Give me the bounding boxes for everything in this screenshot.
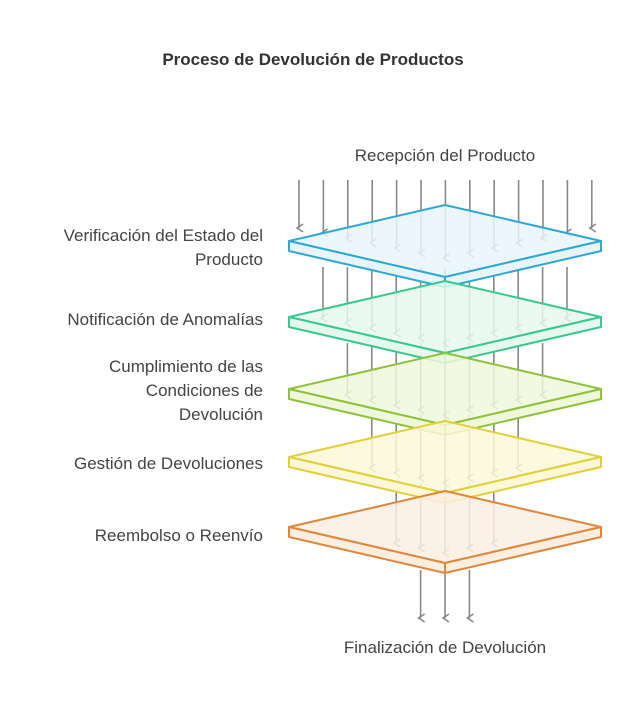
plate-verificacion: [288, 204, 602, 288]
layer-label-line: Producto: [194, 250, 263, 269]
layer-label-notificacion: Notificación de Anomalías: [67, 308, 263, 332]
plate-notificacion: [288, 280, 602, 364]
plate-reembolso: [288, 490, 602, 574]
layer-label-line: Gestión de Devoluciones: [73, 454, 263, 473]
layer-label-line: Condiciones de: [145, 381, 263, 400]
layer-label-reembolso: Reembolso o Reenvío: [95, 524, 263, 548]
plate-gestion: [288, 420, 602, 504]
layer-label-line: Verificación del Estado del: [63, 226, 263, 245]
output-label: Finalización de Devolución: [343, 638, 547, 657]
layer-label-gestion: Gestión de Devoluciones: [74, 452, 263, 476]
layer-label-line: Reembolso o Reenvío: [94, 526, 263, 545]
input-label: Recepción del Producto: [354, 146, 536, 165]
plate-cumplimiento: [288, 352, 602, 436]
layer-label-line: Notificación de Anomalías: [67, 310, 263, 329]
layer-label-line: Devolución: [178, 405, 263, 424]
layer-label-verificacion: Verificación del Estado del Producto: [64, 224, 263, 272]
diagram-title: Proceso de Devolución de Productos: [162, 50, 464, 69]
layer-label-line: Cumplimiento de las: [108, 357, 263, 376]
layer-label-cumplimiento: Cumplimiento de las Condiciones de Devol…: [109, 355, 263, 427]
